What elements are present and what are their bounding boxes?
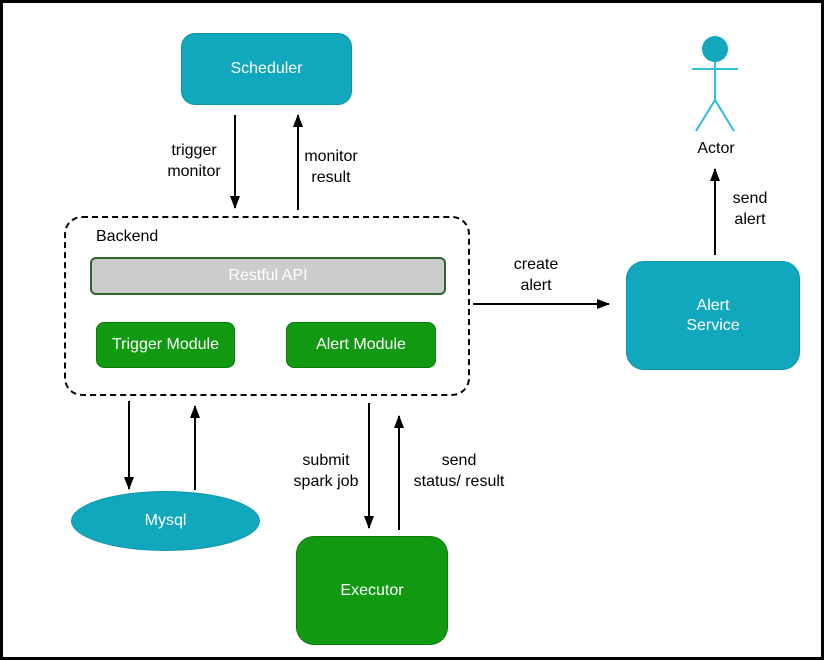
executor-label: Executor [340, 581, 404, 599]
submit-spark-job-label: submit spark job [293, 452, 359, 490]
trigger-monitor-label: trigger monitor [167, 142, 221, 180]
alert-service-label: Alert Service [686, 296, 740, 334]
mysql-node: Mysql [71, 491, 260, 551]
monitor-result-label: monitor result [304, 148, 358, 186]
trigger-module-node: Trigger Module [96, 322, 235, 368]
alert-module-node: Alert Module [286, 322, 436, 368]
actor-label: Actor [697, 140, 735, 157]
alert-service-node: Alert Service [626, 261, 800, 370]
actor-icon [692, 36, 738, 132]
restful-api-node: Restful API [90, 257, 446, 295]
trigger-module-label: Trigger Module [111, 336, 219, 353]
scheduler-node: Scheduler [181, 33, 352, 105]
create-alert-label: create alert [513, 256, 559, 294]
send-alert-label: send alert [732, 190, 768, 228]
send-status-label: send status/ result [413, 452, 505, 490]
scheduler-label: Scheduler [230, 60, 303, 77]
mysql-label: Mysql [144, 512, 187, 529]
alert-module-label: Alert Module [316, 336, 406, 353]
backend-container: Backend [64, 216, 470, 396]
backend-label: Backend [96, 228, 159, 245]
restful-api-label: Restful API [228, 267, 308, 284]
executor-node: Executor [296, 536, 448, 645]
